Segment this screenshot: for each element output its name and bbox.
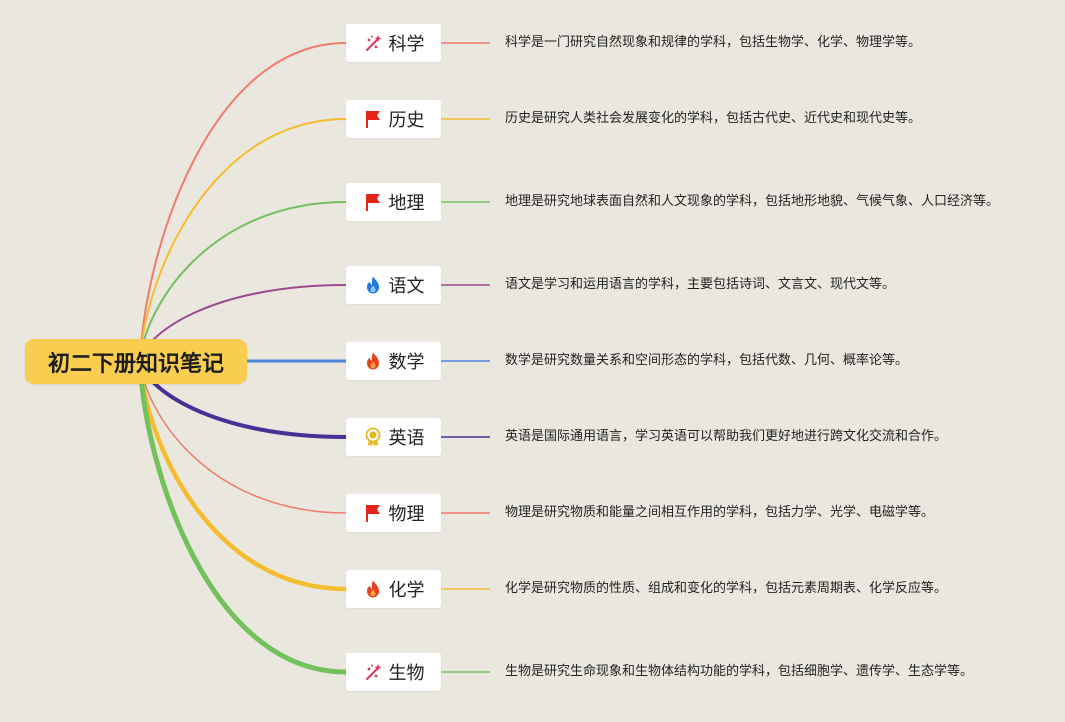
branch-connector <box>139 42 347 362</box>
branch-node-label: 科学 <box>388 34 425 55</box>
branch-node[interactable]: 生物 <box>346 653 441 691</box>
branch-node[interactable]: 数学 <box>346 342 441 380</box>
branch-node[interactable]: 英语 <box>346 418 441 456</box>
branch-node[interactable]: 物理 <box>346 494 441 532</box>
sparkle-icon <box>363 662 383 682</box>
branch-description[interactable]: 物理是研究物质和能量之间相互作用的学科，包括力学、光学、电磁学等。 <box>505 505 935 520</box>
branch-description[interactable]: 语文是学习和运用语言的学科，主要包括诗词、文言文、现代文等。 <box>505 277 896 292</box>
branch-connector <box>139 118 347 362</box>
branch-description[interactable]: 化学是研究物质的性质、组成和变化的学科，包括元素周期表、化学反应等。 <box>505 581 948 596</box>
branch-connector <box>139 201 347 362</box>
branch-node-label: 物理 <box>388 504 425 525</box>
branch-description[interactable]: 历史是研究人类社会发展变化的学科，包括古代史、近代史和现代史等。 <box>505 111 922 126</box>
root-topic-label: 初二下册知识笔记 <box>47 351 224 377</box>
flag-icon <box>363 503 383 523</box>
branch-node-label: 化学 <box>388 580 425 601</box>
branch-node[interactable]: 科学 <box>346 24 441 62</box>
branch-description[interactable]: 地理是研究地球表面自然和人文现象的学科，包括地形地貌、气候气象、人口经济等。 <box>505 194 1000 209</box>
branch-description[interactable]: 数学是研究数量关系和空间形态的学科，包括代数、几何、概率论等。 <box>505 353 909 368</box>
fire-icon <box>363 351 383 371</box>
branch-node-label: 语文 <box>388 276 425 297</box>
branch-node-label: 历史 <box>388 110 425 131</box>
branch-connector <box>137 358 349 675</box>
flag-icon <box>363 192 383 212</box>
branch-node[interactable]: 历史 <box>346 100 441 138</box>
branch-description[interactable]: 生物是研究生命现象和生物体结构功能的学科，包括细胞学、遗传学、生态学等。 <box>505 664 974 679</box>
fire-icon <box>363 579 383 599</box>
branch-node-label: 数学 <box>388 352 425 373</box>
sparkle-icon <box>363 33 383 53</box>
branch-node-label: 英语 <box>388 428 425 449</box>
root-topic[interactable]: 初二下册知识笔记 <box>25 339 247 384</box>
branch-description[interactable]: 英语是国际通用语言，学习英语可以帮助我们更好地进行跨文化交流和合作。 <box>505 429 948 444</box>
branch-node[interactable]: 地理 <box>346 183 441 221</box>
flag-icon <box>363 109 383 129</box>
medal-icon <box>363 427 383 447</box>
branch-node[interactable]: 化学 <box>346 570 441 608</box>
water-drop-icon <box>363 275 383 295</box>
branch-node-label: 地理 <box>388 193 425 214</box>
branch-description[interactable]: 科学是一门研究自然现象和规律的学科，包括生物学、化学、物理学等。 <box>505 35 922 50</box>
branch-node-label: 生物 <box>388 663 425 684</box>
branch-node[interactable]: 语文 <box>346 266 441 304</box>
